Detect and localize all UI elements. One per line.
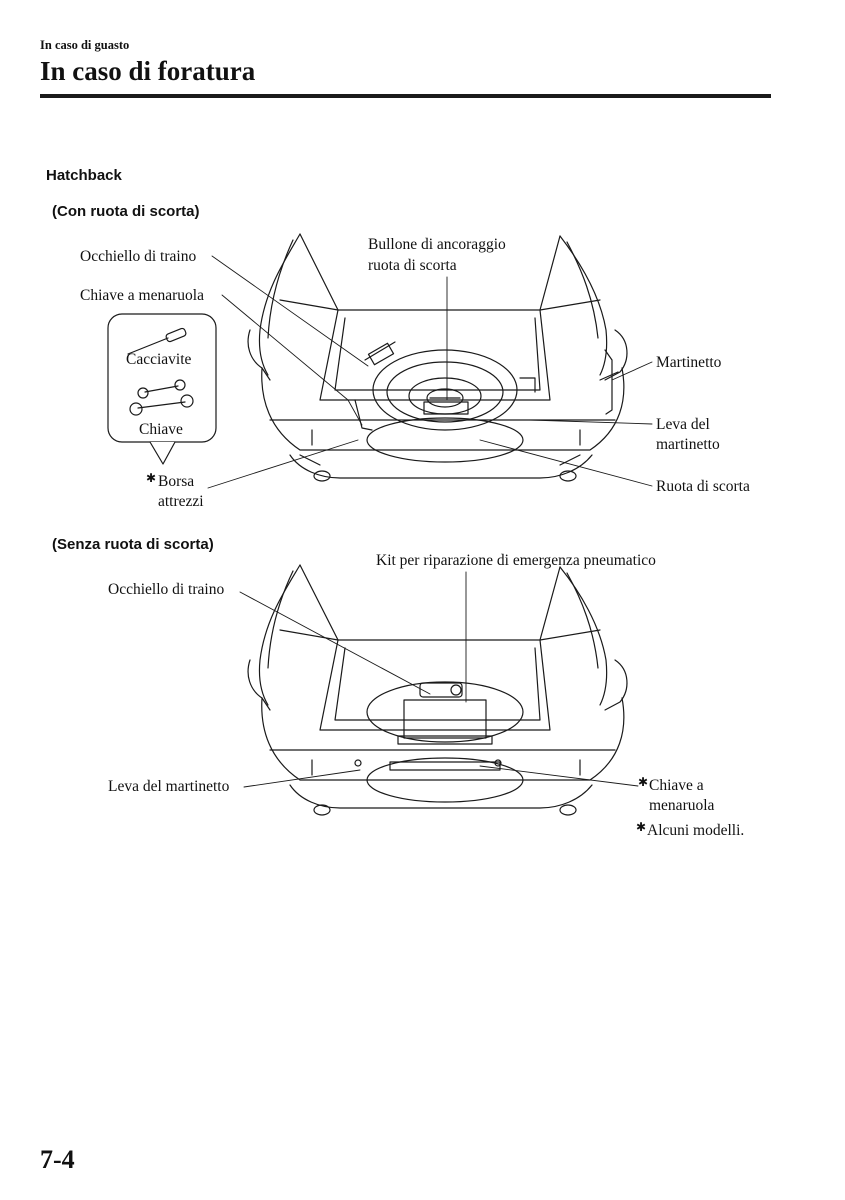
label-screwdriver: Cacciavite (126, 351, 192, 368)
label-wrench: Chiave (139, 421, 183, 438)
label-tool-bag-2: attrezzi (158, 493, 204, 510)
screwdriver-icon (127, 327, 187, 355)
footnote-asterisk: ✱ (636, 820, 647, 834)
section-label: In caso di guasto (40, 38, 130, 52)
page-number: 7-4 (40, 1145, 75, 1174)
label-tool-bag-1: Borsa (158, 473, 195, 490)
figure1-leader-lines (207, 255, 653, 489)
label-tow-hook: Occhiello di traino (80, 248, 197, 265)
subtitle-hatchback: Hatchback (46, 167, 122, 184)
figure2-heading: (Senza ruota di scorta) (52, 536, 214, 553)
car-diagram-without-spare (247, 564, 628, 816)
label-jack: Martinetto (656, 354, 722, 371)
tool-bag-asterisk: ✱ (146, 471, 157, 485)
car-diagram-with-spare (247, 233, 628, 482)
label-spare-bolt-1: Bullone di ancoraggio (368, 236, 506, 253)
label-jack-lever-2: martinetto (656, 436, 720, 453)
lug-wrench-asterisk: ✱ (638, 775, 649, 789)
label-lug-wrench-2a: Chiave a (649, 777, 704, 794)
label-spare-tire: Ruota di scorta (656, 478, 750, 495)
footnote-text: Alcuni modelli. (647, 822, 745, 839)
label-jack-lever-1: Leva del (656, 416, 710, 433)
wrench-icon (129, 379, 194, 416)
figure2-leader-lines (239, 571, 639, 788)
title-rule (40, 94, 771, 98)
label-jack-lever-2: Leva del martinetto (108, 778, 230, 795)
figure1-heading: (Con ruota di scorta) (52, 203, 200, 220)
label-lug-wrench-2b: menaruola (649, 797, 715, 814)
label-tow-hook-2: Occhiello di traino (108, 581, 225, 598)
repair-kit-box (403, 699, 487, 739)
label-lug-wrench: Chiave a menaruola (80, 287, 204, 304)
label-repair-kit: Kit per riparazione di emergenza pneumat… (376, 552, 656, 569)
label-spare-bolt-2: ruota di scorta (368, 257, 457, 274)
page-title: In caso di foratura (40, 56, 256, 86)
